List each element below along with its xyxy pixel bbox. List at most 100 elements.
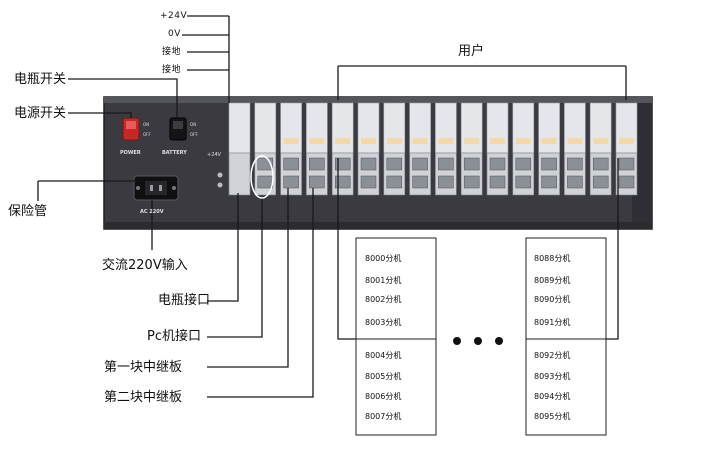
rj45-port <box>412 157 428 171</box>
connector-line <box>207 193 239 302</box>
ac-screw-left <box>136 186 140 190</box>
label-battery-switch: 电瓶开关 <box>14 72 67 87</box>
battery-switch-caption: BATTERY <box>162 150 187 156</box>
chassis-top-edge <box>104 97 652 103</box>
rj45-port <box>489 157 506 171</box>
trunk-card <box>331 102 354 196</box>
label-relay-board-1: 第一块中继板 <box>104 360 183 375</box>
ellipsis-dot-1 <box>453 337 461 345</box>
label-fuse: 保险管 <box>8 204 48 219</box>
ground-screw-2 <box>217 182 223 188</box>
ac-screw-right <box>172 186 176 190</box>
power-on-text: ON <box>143 122 150 127</box>
card-faceplate <box>589 102 612 154</box>
card-faceplate <box>512 102 535 154</box>
rj45-port <box>489 175 506 189</box>
rj45-port <box>618 157 635 171</box>
connector-line <box>207 188 289 368</box>
extension-label: 8007分机 <box>365 412 402 421</box>
battery-off-text: OFF <box>190 132 198 137</box>
rj45-port <box>618 175 635 189</box>
extension-label: 8091分机 <box>534 318 571 327</box>
rj45-port <box>463 175 480 189</box>
extension-label: 8005分机 <box>365 372 402 381</box>
card-label-tag <box>335 138 351 144</box>
extension-label: 8003分机 <box>365 318 402 327</box>
card-port-frame <box>228 152 251 196</box>
label-plus24v: +24V <box>160 11 188 21</box>
card-faceplate <box>435 102 457 154</box>
trunk-card <box>409 102 431 196</box>
card-label-tag <box>283 138 299 144</box>
connector-line <box>68 78 178 118</box>
connector-line <box>606 158 619 340</box>
battery-on-text: ON <box>190 122 197 127</box>
card-faceplate <box>615 102 638 154</box>
blank-slot <box>228 102 251 196</box>
rj45-port <box>412 175 428 189</box>
ground-screw-1 <box>217 172 223 178</box>
card-faceplate <box>538 102 560 154</box>
extension-label: 8088分机 <box>534 254 571 263</box>
terminal-caption: +24V <box>207 152 221 158</box>
rj45-port <box>515 175 532 189</box>
trunk-card <box>357 102 380 196</box>
rj45-port <box>567 157 583 171</box>
extension-label: 8095分机 <box>534 412 571 421</box>
card-label-tag <box>438 138 454 144</box>
ac-inlet-core <box>145 181 167 195</box>
trunk-card <box>564 102 586 196</box>
label-power-switch: 电源开关 <box>14 106 67 121</box>
rj45-port <box>283 175 299 189</box>
card-faceplate <box>564 102 586 154</box>
pc-port-highlight <box>250 155 274 199</box>
rj45-port <box>386 157 403 171</box>
rj45-port <box>309 157 325 171</box>
card-label-tag <box>619 138 634 144</box>
rj45-port <box>309 175 325 189</box>
card-label-tag <box>309 138 325 144</box>
rj45-port <box>592 157 609 171</box>
rj45-port <box>360 157 377 171</box>
trunk-card <box>383 102 406 196</box>
extension-label: 8001分机 <box>365 276 402 285</box>
rj45-port <box>360 175 377 189</box>
card-label-tag <box>464 138 480 144</box>
battery-switch-rocker <box>173 121 183 129</box>
extension-label: 8093分机 <box>534 372 571 381</box>
trunk-card <box>435 102 457 196</box>
trunk-card <box>460 102 483 196</box>
rj45-port <box>334 175 351 189</box>
label-pc-port: Pc机接口 <box>147 329 201 344</box>
card-label-tag <box>386 138 402 144</box>
rj45-port <box>567 175 583 189</box>
card-label-tag <box>515 138 531 144</box>
rj45-port <box>541 157 557 171</box>
card-label-tag <box>412 138 428 144</box>
label-users: 用户 <box>458 44 485 59</box>
rj45-port <box>386 175 403 189</box>
extension-box-right <box>525 237 607 436</box>
card-faceplate <box>486 102 509 154</box>
ac-caption: AC 220V <box>140 209 164 215</box>
power-switch-rocker <box>126 121 136 129</box>
extension-label: 8094分机 <box>534 392 571 401</box>
extension-label: 8004分机 <box>365 351 402 360</box>
label-ground-1: 接地 <box>162 47 182 57</box>
card-faceplate <box>254 102 277 154</box>
power-switch-caption: POWER <box>120 150 141 156</box>
connector-line <box>207 198 263 338</box>
ellipsis-dot-3 <box>495 337 503 345</box>
card-label-tag <box>490 138 505 144</box>
rj45-port <box>515 157 532 171</box>
card-label-tag <box>361 138 376 144</box>
card-faceplate <box>409 102 431 154</box>
card-faceplate <box>383 102 406 154</box>
connector-line <box>68 112 132 118</box>
ac-pin-right <box>159 185 162 191</box>
label-0v: 0V <box>168 29 181 39</box>
rj45-port <box>283 157 299 171</box>
extension-label: 8092分机 <box>534 351 571 360</box>
